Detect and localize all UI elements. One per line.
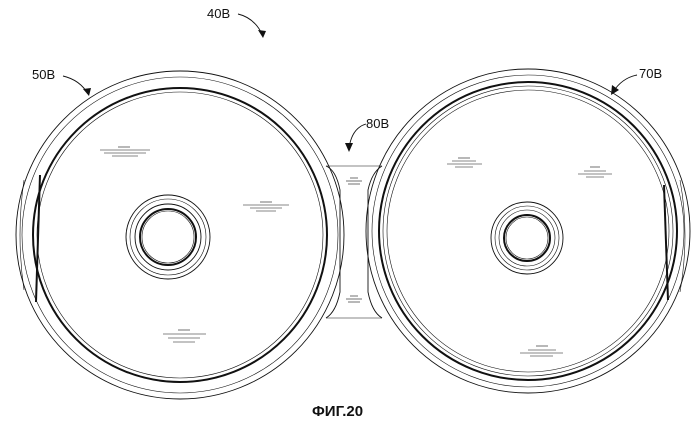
left-hub-bore xyxy=(140,209,196,265)
label-80b: 80B xyxy=(366,116,389,131)
arrowhead-80b xyxy=(345,143,353,152)
connector-marks xyxy=(346,178,362,302)
leader-40b xyxy=(238,14,263,36)
left-hub-bore-inner xyxy=(142,211,194,263)
right-disc xyxy=(366,69,690,393)
arrowhead-40b xyxy=(258,30,266,38)
left-disc-outer-rim xyxy=(16,71,344,399)
connector-hinge xyxy=(326,166,382,318)
left-hub-ring-3 xyxy=(135,204,201,270)
left-disc-tray-inner xyxy=(37,92,323,378)
label-70b: 70B xyxy=(639,66,662,81)
right-disc-tray-inner-1 xyxy=(383,86,673,376)
label-50b: 50B xyxy=(32,67,55,82)
right-hub-bore xyxy=(504,215,550,261)
right-disc-tray-edge xyxy=(379,82,677,380)
left-hub-ring-2 xyxy=(130,199,206,275)
left-hub-ring-1 xyxy=(126,195,210,279)
right-disc-marks xyxy=(447,158,612,356)
left-disc xyxy=(16,71,344,399)
right-hub-ring-3 xyxy=(499,210,555,266)
left-disc-inner-rim xyxy=(22,77,338,393)
leader-50b xyxy=(63,76,88,94)
label-40b: 40B xyxy=(207,6,230,21)
right-hub-ring-1 xyxy=(491,202,563,274)
figure-caption: ФИГ.20 xyxy=(312,403,363,420)
right-disc-tray-inner-2 xyxy=(387,90,669,372)
arrowhead-70b xyxy=(611,85,619,95)
right-disc-outer-rim xyxy=(366,69,690,393)
arrowhead-50b xyxy=(83,88,91,96)
right-disc-inner-rim xyxy=(372,75,684,387)
right-hub-bore-inner xyxy=(506,217,548,259)
